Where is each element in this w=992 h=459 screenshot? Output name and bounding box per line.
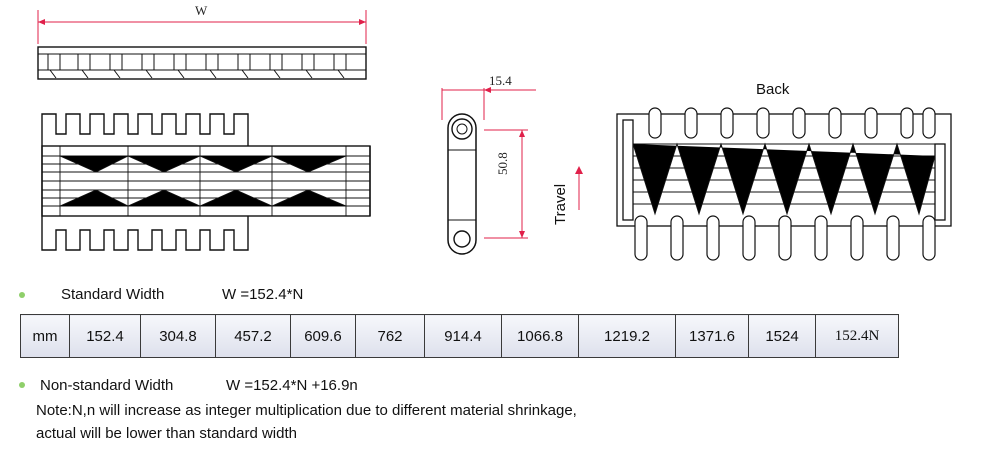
standard-width-label: Standard Width <box>61 286 165 303</box>
module-back-view <box>616 107 952 261</box>
table-cell: mm <box>20 314 70 358</box>
note-line-2: actual will be lower than standard width <box>36 425 297 442</box>
table-cell: 152.4 <box>69 314 141 358</box>
table-cell: 1066.8 <box>501 314 579 358</box>
table-row: mm 152.4 304.8 457.2 609.6 762 914.4 106… <box>20 314 899 358</box>
note-line-1: Note:N,n will increase as integer multip… <box>36 402 577 419</box>
module-plan-view <box>41 113 371 251</box>
table-cell: 914.4 <box>424 314 502 358</box>
back-view-label: Back <box>756 81 790 98</box>
table-cell: 1371.6 <box>675 314 749 358</box>
height-dimension-label: 50.8 <box>495 152 510 175</box>
width-table: mm 152.4 304.8 457.2 609.6 762 914.4 106… <box>20 314 899 358</box>
table-cell: 762 <box>355 314 425 358</box>
table-cell: 304.8 <box>140 314 216 358</box>
table-cell: 152.4N <box>815 314 899 358</box>
bullet-icon <box>19 292 25 298</box>
width-dimension-label: W <box>195 3 208 18</box>
nonstandard-width-formula: W =152.4*N +16.9n <box>226 377 358 394</box>
module-side-profile <box>441 87 536 255</box>
table-cell: 1219.2 <box>578 314 676 358</box>
travel-label: Travel <box>552 183 569 225</box>
module-top-view <box>37 10 367 80</box>
table-cell: 609.6 <box>290 314 356 358</box>
travel-arrow-icon <box>575 166 583 210</box>
pitch-dimension-label: 15.4 <box>489 73 512 88</box>
bullet-icon <box>19 382 25 388</box>
nonstandard-width-label: Non-standard Width <box>40 377 174 394</box>
standard-width-formula: W =152.4*N <box>222 286 304 303</box>
table-cell: 1524 <box>748 314 816 358</box>
table-cell: 457.2 <box>215 314 291 358</box>
